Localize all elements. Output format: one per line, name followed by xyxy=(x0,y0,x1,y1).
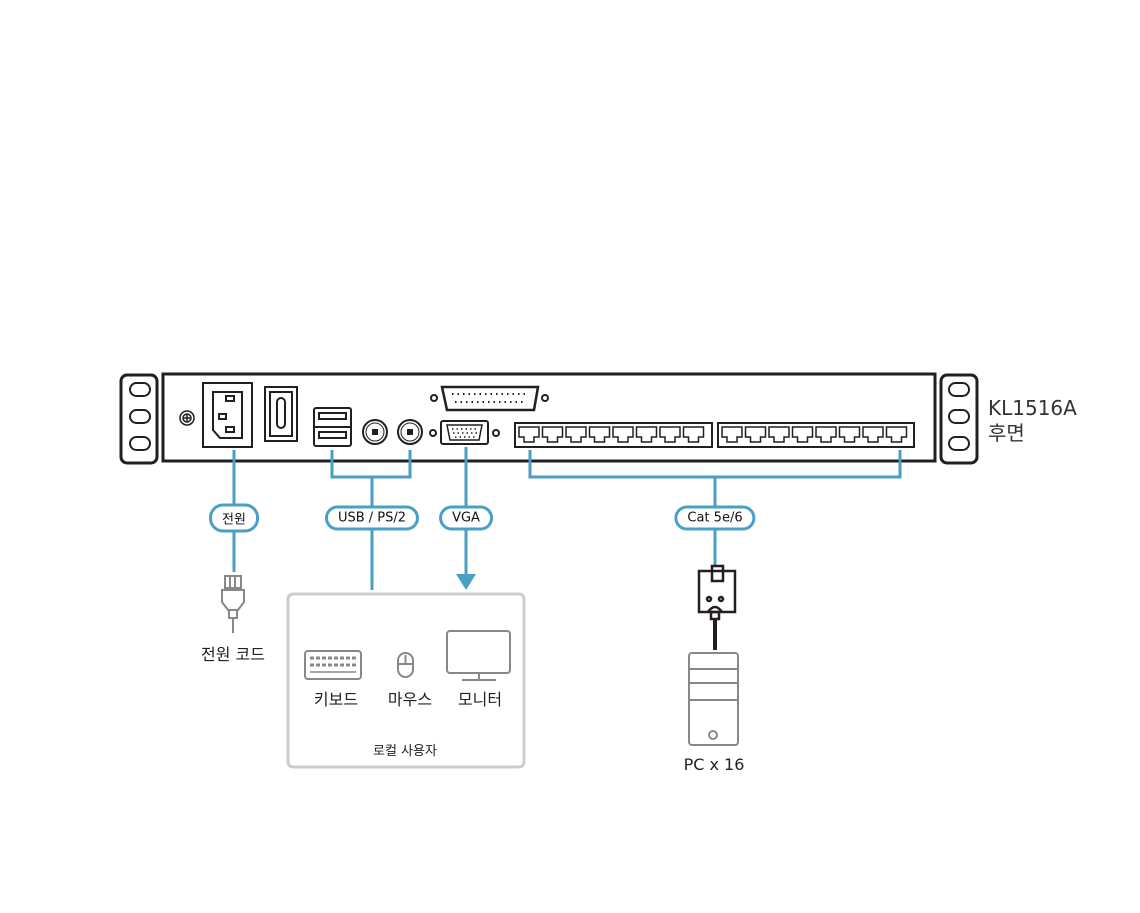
ground-screw-icon xyxy=(179,410,195,426)
rj45-port-icon xyxy=(862,426,884,443)
power-connection-label: 전원 xyxy=(209,503,259,533)
cat-connection-label: Cat 5e/6 xyxy=(674,505,756,531)
rj45-port-icon xyxy=(682,426,705,443)
rj45-ports xyxy=(514,422,915,448)
pc-count-label: PC x 16 xyxy=(683,755,745,774)
rj45-port-icon xyxy=(565,426,587,443)
mouse-icon xyxy=(397,652,414,678)
right-rack-ear xyxy=(939,373,979,465)
rj45-plug-icon xyxy=(697,564,737,650)
pc-tower-icon xyxy=(688,652,739,746)
rj45-port-icon xyxy=(659,426,681,443)
vga-connection-label: VGA xyxy=(439,505,493,531)
rj45-port-icon xyxy=(838,426,861,443)
rj45-port-icon xyxy=(635,426,658,443)
vga-port-icon xyxy=(429,420,500,445)
local-user-label: 로컬 사용자 xyxy=(373,744,437,759)
rj45-port-icon xyxy=(885,426,908,443)
mouse-label: 마우스 xyxy=(387,690,433,709)
power-switch-icon xyxy=(264,386,298,442)
view-name: 후면 xyxy=(988,421,1025,445)
monitor-icon xyxy=(446,630,511,681)
rj45-port-icon xyxy=(518,426,540,443)
local-user-box xyxy=(286,592,526,769)
usb-ports-icon xyxy=(313,407,352,447)
rj45-port-icon xyxy=(768,426,790,443)
rj45-port-icon xyxy=(612,426,634,443)
rj45-port-icon xyxy=(791,426,814,443)
rj45-port-icon xyxy=(815,426,837,443)
ps2-ports-icon xyxy=(362,419,423,445)
rj45-port-icon xyxy=(721,426,743,443)
vga-arrow-icon xyxy=(456,574,476,590)
chassis xyxy=(161,372,937,463)
db25-port-icon xyxy=(430,385,549,412)
left-rack-ear xyxy=(119,373,159,465)
rj45-port-icon xyxy=(588,426,611,443)
model-name: KL1516A xyxy=(988,396,1077,420)
usb-ps2-connection-label: USB / PS/2 xyxy=(324,505,420,531)
keyboard-label: 키보드 xyxy=(313,690,359,709)
power-plug-icon xyxy=(221,575,245,633)
rj45-port-icon xyxy=(744,426,767,443)
rj45-port-icon xyxy=(541,426,564,443)
power-inlet-icon xyxy=(202,382,253,448)
keyboard-icon xyxy=(304,650,362,680)
device-label: KL1516A 후면 xyxy=(988,396,1077,446)
power-cord-label: 전원 코드 xyxy=(201,645,265,664)
monitor-label: 모니터 xyxy=(457,690,503,709)
